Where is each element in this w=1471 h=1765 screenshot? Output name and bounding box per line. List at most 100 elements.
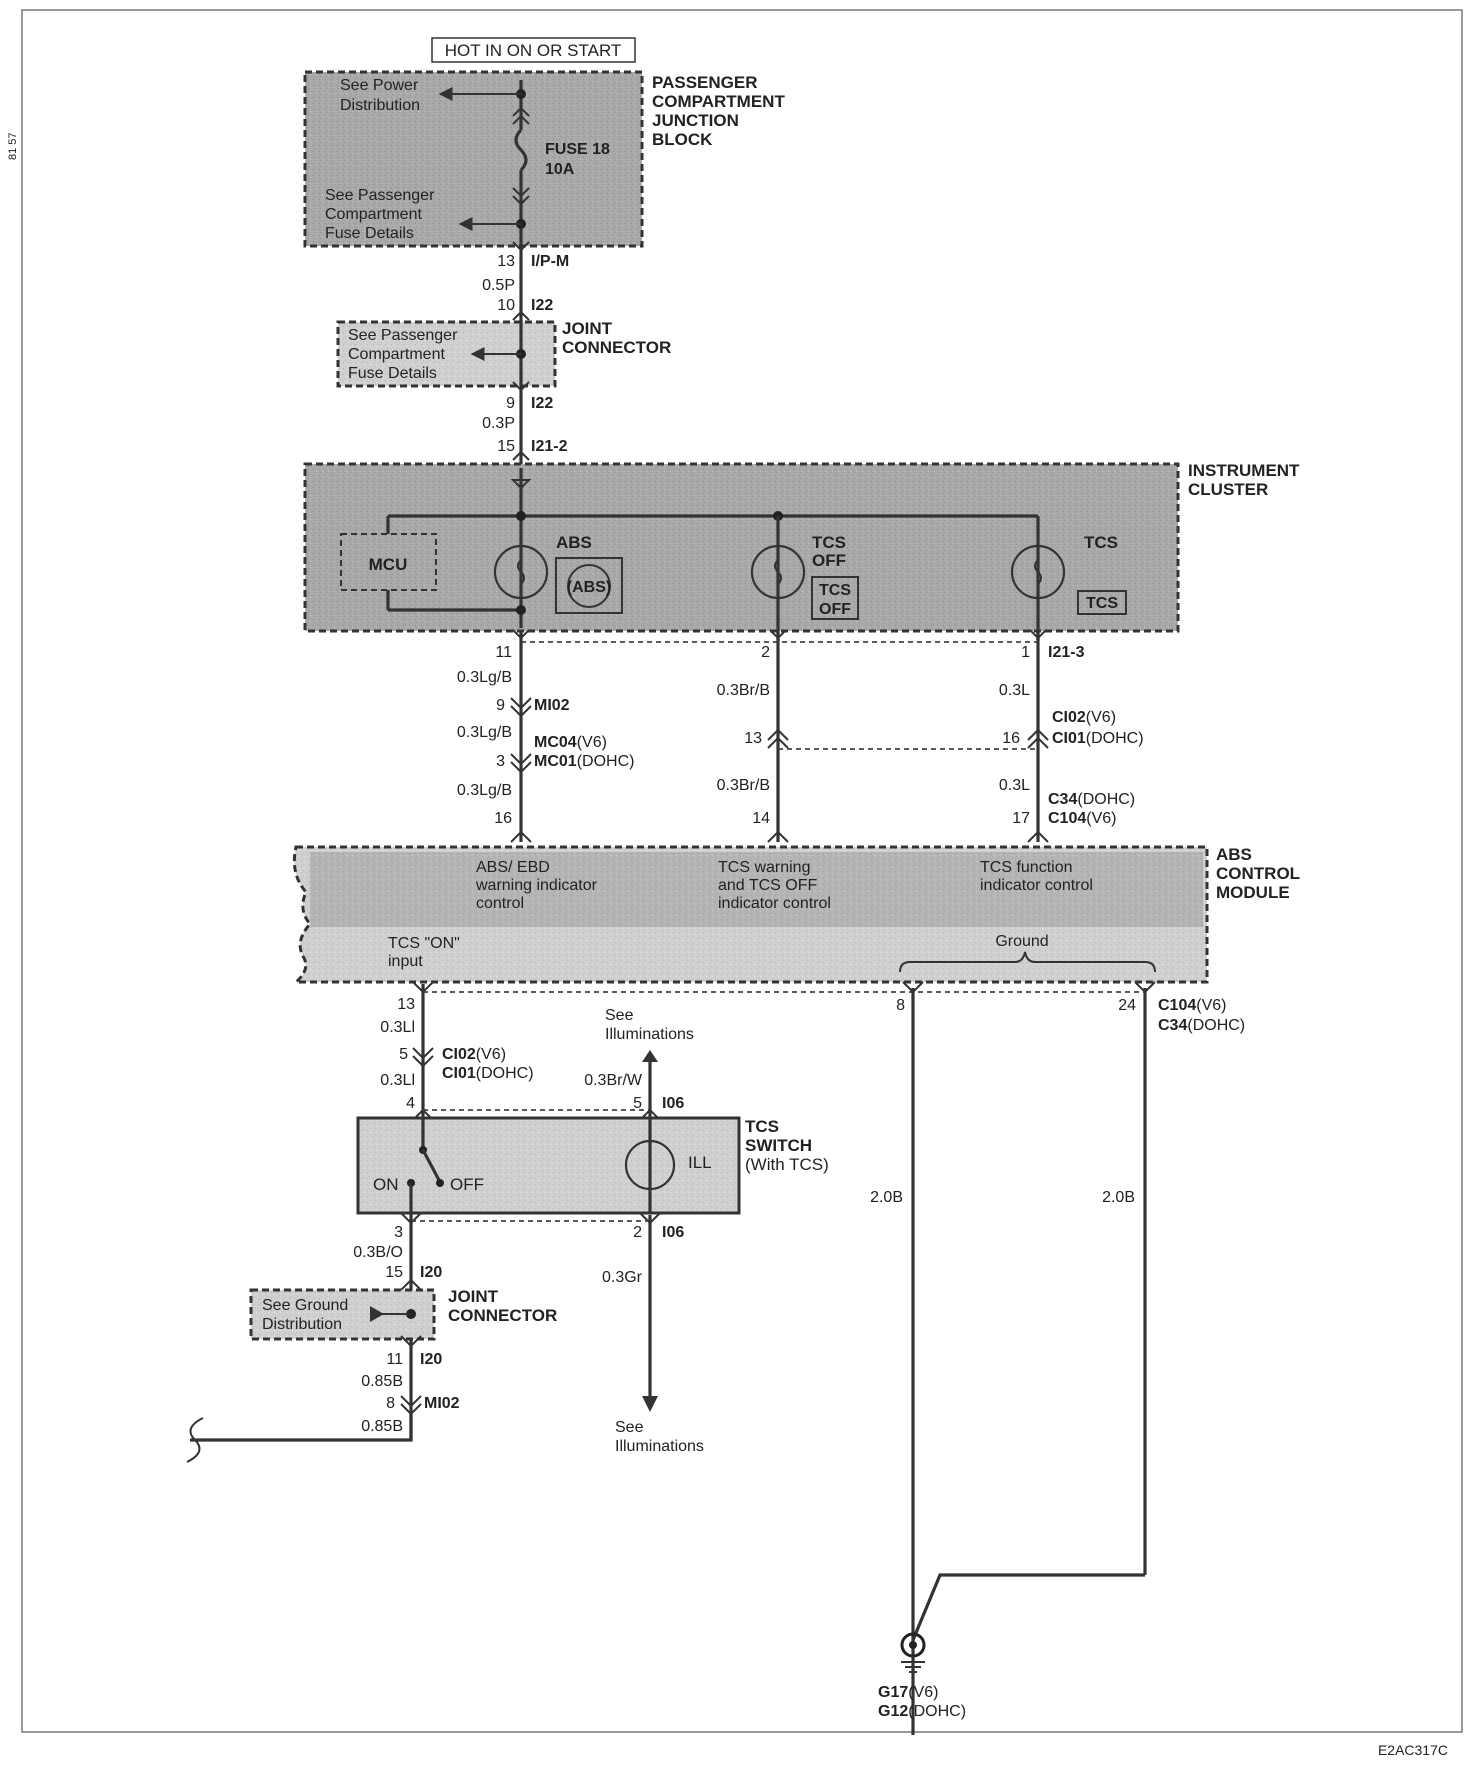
wire-03brb-2: 0.3Br/B <box>717 777 770 794</box>
svg-text:See: See <box>615 1419 644 1436</box>
svg-text:MODULE: MODULE <box>1216 883 1290 902</box>
wire-20b-left: 2.0B <box>870 1189 903 1206</box>
pin-14-mid: 14 <box>752 810 770 827</box>
abs-symbol-box <box>555 557 623 614</box>
pin-16-left: 16 <box>494 810 512 827</box>
abs-ebd-warning-control: ABS/ EBD warning indicator control <box>475 859 598 912</box>
wire-03lgb-1: 0.3Lg/B <box>457 669 512 686</box>
conn-i06-a: I06 <box>662 1095 684 1112</box>
svg-text:See: See <box>605 1007 634 1024</box>
pin-8-ground: 8 <box>896 997 905 1014</box>
pin-13-ipm: 13 <box>497 253 515 270</box>
pin-5-low: 5 <box>399 1046 408 1063</box>
svg-text:CONNECTOR: CONNECTOR <box>562 338 671 357</box>
junction-block <box>303 70 644 248</box>
wire-03l-2: 0.3L <box>999 777 1030 794</box>
svg-text:indicator control: indicator control <box>980 877 1093 894</box>
svg-text:Illuminations: Illuminations <box>615 1438 704 1455</box>
conn-mc01: MC01(DOHC) <box>534 753 634 770</box>
svg-text:TCS warning: TCS warning <box>718 859 810 876</box>
ground-g12: G12(DOHC) <box>878 1703 966 1720</box>
svg-text:JOINT: JOINT <box>448 1287 499 1306</box>
svg-text:COMPARTMENT: COMPARTMENT <box>652 92 785 111</box>
wire-03bo: 0.3B/O <box>353 1244 403 1261</box>
pin-8-mi02: 8 <box>386 1395 395 1412</box>
ground-g17: G17(V6) <box>878 1684 938 1701</box>
wire-03ll-2: 0.3Ll <box>380 1072 415 1089</box>
wire-break-symbol <box>186 1417 204 1463</box>
wire-03lgb-3: 0.3Lg/B <box>457 782 512 799</box>
pin-16-right: 16 <box>1002 730 1020 747</box>
tcs-label: TCS <box>1084 533 1118 552</box>
conn-ci02-a: CI02(V6) <box>1052 709 1116 726</box>
svg-text:and TCS OFF: and TCS OFF <box>718 877 818 894</box>
see-illuminations-bottom: See Illuminations <box>615 1419 704 1455</box>
pin-3: 3 <box>496 753 505 770</box>
wire-03brb-1: 0.3Br/B <box>717 682 770 699</box>
tcs-off-symbol-1: TCS <box>819 582 851 599</box>
pin-13-low: 13 <box>397 996 415 1013</box>
pin-24-ground: 24 <box>1118 997 1136 1014</box>
see-power-distribution: See Power Distribution <box>340 77 420 114</box>
mcu-box <box>340 533 437 591</box>
svg-text:Compartment: Compartment <box>325 206 422 223</box>
conn-ci01-b: CI01(DOHC) <box>442 1065 534 1082</box>
conn-i21-3: I21-3 <box>1048 644 1085 661</box>
abs-control-module-name: ABS CONTROL MODULE <box>1216 845 1300 902</box>
tcs-off-label-2: OFF <box>812 551 846 570</box>
tcs-switch-name: TCS SWITCH (With TCS) <box>745 1117 829 1174</box>
mcu-label: MCU <box>369 555 408 574</box>
conn-mi02-a: MI02 <box>534 697 570 714</box>
tcs-lamp-icon <box>1010 544 1066 600</box>
svg-text:Illuminations: Illuminations <box>605 1026 694 1043</box>
conn-c104-a: C104(V6) <box>1048 810 1116 827</box>
see-ground-distribution: See Ground Distribution <box>262 1297 348 1333</box>
tcs-symbol: TCS <box>1086 595 1118 612</box>
tcs-warning-control: TCS warning and TCS OFF indicator contro… <box>718 859 831 912</box>
svg-text:See Power: See Power <box>340 77 419 94</box>
switch-on-label: ON <box>373 1175 399 1194</box>
pin-10-i22: 10 <box>497 297 515 314</box>
tcs-function-control: TCS function indicator control <box>980 859 1093 894</box>
wire-085b-2: 0.85B <box>361 1418 403 1435</box>
svg-text:CONTROL: CONTROL <box>1216 864 1300 883</box>
ill-label: ILL <box>688 1153 712 1172</box>
hot-label-box <box>431 37 636 63</box>
pin-13-mid: 13 <box>744 730 762 747</box>
conn-i20-b: I20 <box>420 1351 442 1368</box>
conn-mi02-b: MI02 <box>424 1395 460 1412</box>
wire-03ll-1: 0.3Ll <box>380 1019 415 1036</box>
figure-code: E2AC317C <box>1378 1742 1448 1758</box>
ground-brace <box>899 951 1156 973</box>
conn-ipm: I/P-M <box>531 253 569 270</box>
illumination-feed-arrow <box>642 1050 658 1062</box>
conn-c104-b: C104(V6) <box>1158 997 1226 1014</box>
abs-symbol: (ABS) <box>567 579 611 596</box>
abs-lamp-icon <box>493 544 549 600</box>
pin-17-right: 17 <box>1012 810 1030 827</box>
pin-11-i20: 11 <box>386 1351 403 1368</box>
wire-20b-right: 2.0B <box>1102 1189 1135 1206</box>
svg-text:Distribution: Distribution <box>340 97 420 114</box>
abs-label: ABS <box>556 533 592 552</box>
svg-text:See Passenger: See Passenger <box>348 327 458 344</box>
svg-text:JOINT: JOINT <box>562 319 613 338</box>
see-fuse-details-1: See Passenger Compartment Fuse Details <box>325 187 435 242</box>
page-frame <box>21 9 1463 1733</box>
ill-lamp-icon <box>624 1139 676 1191</box>
junction-block-name: PASSENGER COMPARTMENT JUNCTION BLOCK <box>652 73 785 149</box>
svg-text:control: control <box>476 895 524 912</box>
svg-text:JUNCTION: JUNCTION <box>652 111 739 130</box>
wire-03brw: 0.3Br/W <box>584 1072 643 1089</box>
conn-c34-a: C34(DOHC) <box>1048 791 1135 808</box>
wire-03p: 0.3P <box>482 415 515 432</box>
conn-i06-b: I06 <box>662 1224 684 1241</box>
switch-off-label: OFF <box>450 1175 484 1194</box>
svg-text:FUSE 18: FUSE 18 <box>545 141 610 158</box>
pin-1-right: 1 <box>1021 644 1030 661</box>
margin-scribble: 81 57 <box>7 132 19 160</box>
tcs-off-symbol-2: OFF <box>819 601 851 618</box>
conn-c34-b: C34(DOHC) <box>1158 1017 1245 1034</box>
conn-mc04: MC04(V6) <box>534 734 607 751</box>
